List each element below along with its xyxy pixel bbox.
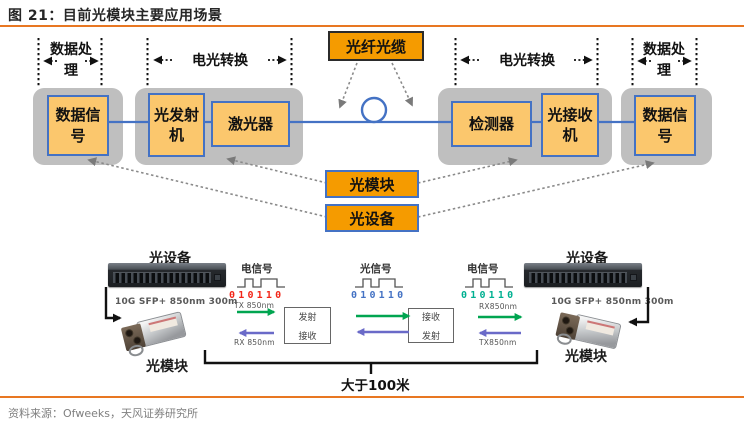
receive-label: 接收	[298, 331, 317, 342]
transmit-label: 发射	[298, 312, 317, 323]
span-label-data-processing-right: 数据处理	[643, 42, 685, 79]
optical-device-label: 光设备	[349, 209, 395, 228]
sfp-spec-left: 10G SFP+ 850nm 300m	[115, 297, 238, 307]
optical-module-tag: 光模块	[325, 170, 419, 198]
page-title: 图 21：目前光模块主要应用场景	[8, 8, 223, 24]
module-label-bottom-left: 光模块	[146, 359, 188, 375]
receive-label: 接收	[421, 312, 440, 323]
distance-label: 大于100米	[341, 378, 410, 394]
switch-image-right	[524, 263, 642, 287]
tx-label-right: TX850nm	[479, 338, 517, 347]
distance-bracket	[203, 350, 539, 374]
bits-left: 010110	[229, 290, 285, 301]
optical-module-label: 光模块	[349, 175, 395, 194]
fiber-loop-icon	[360, 96, 388, 124]
box-data-signal-right: 数据信号	[634, 95, 696, 156]
switch-image-left	[108, 263, 226, 287]
switch-ports	[113, 272, 211, 283]
sfp-bore	[561, 315, 571, 326]
box-optical-transmitter: 光发射机	[148, 93, 205, 157]
bits-right: 010110	[461, 290, 517, 301]
transmit-label: 发射	[421, 331, 440, 342]
optical-signal-title: 光信号	[360, 263, 392, 275]
switch-ports	[529, 272, 627, 283]
module-label-bottom-right: 光模块	[565, 349, 607, 365]
span-label-eo-conversion-left: 电光转换	[192, 53, 248, 69]
rx-label-right: RX850nm	[479, 302, 518, 311]
source-note: 资料来源：Ofweeks，天风证券研究所	[8, 407, 198, 420]
fiber-cable-tag: 光纤光缆	[328, 31, 424, 61]
electrical-signal-title-left: 电信号	[241, 263, 273, 275]
box-optical-receiver: 光接收机	[541, 93, 599, 157]
bits-mid: 010110	[351, 290, 407, 301]
box-detector: 检测器	[451, 101, 532, 147]
span-label-data-processing-left: 数据处理	[50, 42, 92, 79]
sfp-module-image-left	[119, 306, 191, 360]
sfp-spec-right: 10G SFP+ 850nm 300m	[551, 297, 674, 307]
box-laser: 激光器	[211, 101, 290, 147]
rx-label-left: RX 850nm	[234, 338, 275, 347]
switch-led	[214, 274, 221, 281]
electrical-signal-title-right: 电信号	[467, 263, 499, 275]
fiber-cable-label: 光纤光缆	[345, 37, 406, 56]
sfp-bore	[124, 328, 135, 339]
title-divider	[0, 25, 744, 27]
switch-led	[630, 274, 637, 281]
span-label-eo-conversion-right: 电光转换	[499, 53, 555, 69]
tx-rx-arrows	[237, 308, 523, 337]
box-data-signal-left: 数据信号	[47, 95, 109, 156]
transceiver-box-right: 接收 发射	[408, 308, 454, 343]
footer-divider	[0, 396, 744, 398]
optical-device-tag: 光设备	[325, 204, 419, 232]
tx-label-left: TX 850nm	[234, 301, 275, 310]
square-wave-icons	[237, 278, 513, 288]
fiber-tag-pointers	[338, 62, 413, 109]
transceiver-box-left: 发射 接收	[284, 307, 331, 344]
